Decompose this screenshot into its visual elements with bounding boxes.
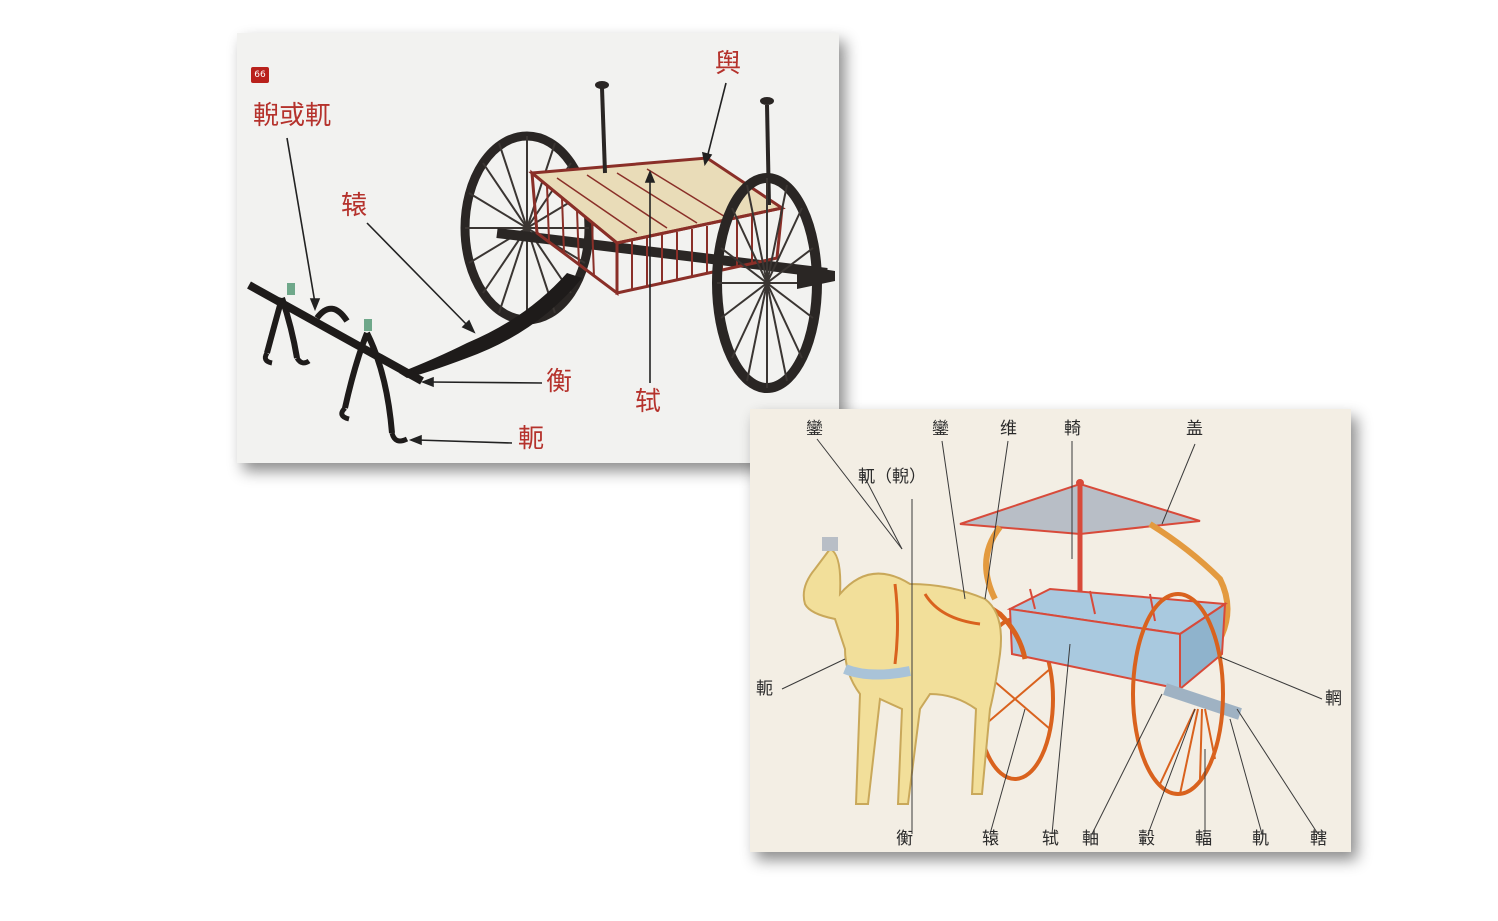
label-xia: 轄 — [1310, 829, 1327, 849]
carriage-body — [1006, 587, 1228, 692]
label-zhou: 軸 — [1082, 829, 1099, 849]
axle — [1163, 683, 1242, 720]
horse — [802, 537, 1002, 805]
label-heng: 衡 — [546, 367, 573, 397]
canopy — [959, 479, 1231, 641]
label-wei: 维 — [1000, 419, 1017, 439]
page-badge: 66 — [251, 67, 269, 83]
label-yu: 舆 — [715, 49, 742, 79]
label-gai: 盖 — [1186, 419, 1203, 439]
label-gui: 軌 — [1252, 829, 1269, 849]
label-luan-mid: 鑾 — [932, 419, 949, 439]
label-e: 軛 — [518, 424, 545, 454]
leader-lines — [781, 438, 1323, 835]
label-wang: 輞 — [1325, 689, 1342, 709]
label-fu: 輻 — [1195, 829, 1212, 849]
front-wheel — [712, 173, 835, 393]
leader-lines — [286, 82, 727, 446]
label-yuan: 辕 — [341, 191, 368, 221]
painted-chariot-diagram-card: 鑾 鑾 维 輢 盖 軏（輗） 軛 輞 衡 辕 轼 軸 轂 輻 軌 轄 — [750, 409, 1351, 852]
label-yuan: 辕 — [982, 829, 999, 849]
label-heng: 衡 — [896, 829, 913, 849]
painted-chariot-illustration — [781, 438, 1323, 835]
yoke-assembly — [247, 281, 424, 444]
label-luan-left: 鑾 — [806, 419, 823, 439]
shaft-pole — [399, 273, 582, 378]
front-wheel — [1131, 592, 1225, 796]
label-e: 軛 — [756, 679, 773, 699]
label-ni-or-yue: 輗或軏 — [253, 101, 332, 131]
bronze-chariot-photo-card: 66 輗或軏 舆 辕 衡 轼 軛 — [237, 33, 839, 463]
label-gu: 轂 — [1138, 829, 1155, 849]
rear-wheel — [460, 131, 594, 325]
label-yue-ni: 軏（輗） — [858, 467, 926, 487]
bronze-chariot-illustration — [247, 81, 835, 446]
label-shi: 轼 — [1042, 829, 1059, 849]
label-shi: 轼 — [635, 387, 662, 417]
label-yi: 輢 — [1064, 419, 1081, 439]
